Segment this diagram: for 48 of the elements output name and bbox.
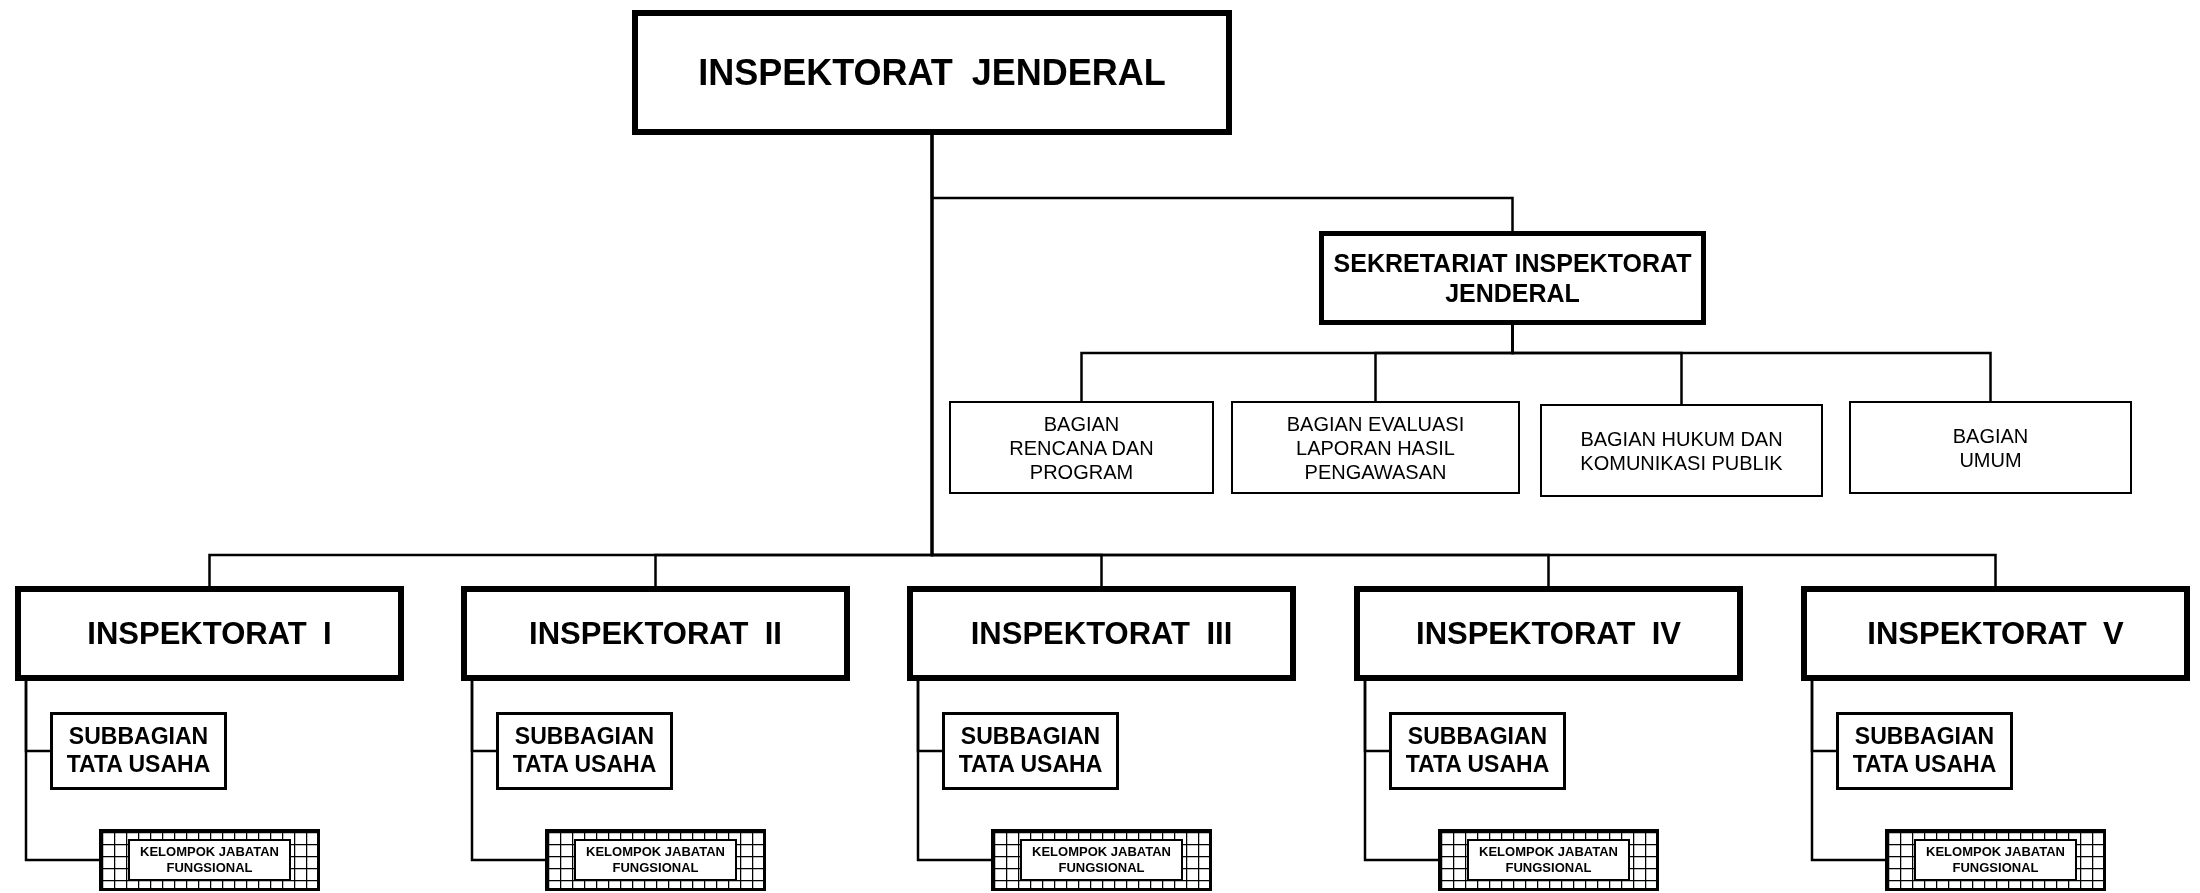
- org-unit-box: [496, 712, 673, 790]
- grid-pattern-box: [545, 829, 766, 891]
- org-unit-box: [50, 712, 227, 790]
- unit-name: INSPEKTORAT I: [87, 614, 332, 653]
- unit-name: INSPEKTORAT II: [529, 614, 782, 653]
- org-unit-box: [632, 10, 1232, 135]
- connector-line: [1810, 681, 1885, 862]
- org-unit-box: [1354, 586, 1743, 681]
- grid-pattern-box: [1885, 829, 2106, 891]
- unit-name: SUBBAGIAN TATA USAHA: [511, 723, 658, 779]
- org-unit-box: [942, 712, 1119, 790]
- org-unit-box: [1836, 712, 2013, 790]
- org-unit-box: [1231, 401, 1520, 494]
- unit-name: BAGIAN EVALUASI LAPORAN HASIL PENGAWASAN: [1285, 411, 1466, 484]
- unit-name: SUBBAGIAN TATA USAHA: [957, 723, 1104, 779]
- connector-line: [470, 681, 545, 862]
- connector-line: [930, 135, 1997, 586]
- unit-name: BAGIAN HUKUM DAN KOMUNIKASI PUBLIK: [1579, 426, 1784, 475]
- org-unit-box: [949, 401, 1214, 494]
- unit-name: KELOMPOK JABATAN FUNGSIONAL: [1914, 838, 2077, 882]
- org-unit-box: [1389, 712, 1566, 790]
- unit-name: KELOMPOK JABATAN FUNGSIONAL: [1467, 838, 1630, 882]
- org-unit-box: [1801, 586, 2190, 681]
- org-unit-box: [15, 586, 404, 681]
- unit-name: SUBBAGIAN TATA USAHA: [1404, 723, 1551, 779]
- grid-pattern-box: [1438, 829, 1659, 891]
- unit-name: BAGIAN RENCANA DAN PROGRAM: [1008, 411, 1155, 484]
- connector-line: [24, 681, 99, 862]
- unit-name: BAGIAN UMUM: [1951, 423, 2030, 472]
- unit-name: SUBBAGIAN TATA USAHA: [1851, 723, 1998, 779]
- grid-pattern-box: [99, 829, 320, 891]
- unit-name: INSPEKTORAT JENDERAL: [698, 50, 1166, 95]
- connector-line: [1363, 681, 1438, 862]
- unit-name: SUBBAGIAN TATA USAHA: [65, 723, 212, 779]
- org-unit-box: [461, 586, 850, 681]
- unit-name: INSPEKTORAT III: [970, 614, 1233, 653]
- unit-name: INSPEKTORAT V: [1867, 614, 2124, 653]
- org-unit-box: [907, 586, 1296, 681]
- connector-line: [916, 681, 991, 862]
- unit-name: KELOMPOK JABATAN FUNGSIONAL: [128, 838, 291, 882]
- org-unit-box: [1319, 231, 1706, 325]
- unit-name: KELOMPOK JABATAN FUNGSIONAL: [574, 838, 737, 882]
- unit-name: SEKRETARIAT INSPEKTORAT JENDERAL: [1332, 248, 1693, 308]
- grid-pattern-box: [991, 829, 1212, 891]
- unit-name: KELOMPOK JABATAN FUNGSIONAL: [1020, 838, 1183, 882]
- org-unit-box: [1849, 401, 2132, 494]
- unit-name: INSPEKTORAT IV: [1416, 614, 1681, 653]
- org-unit-box: [1540, 404, 1823, 497]
